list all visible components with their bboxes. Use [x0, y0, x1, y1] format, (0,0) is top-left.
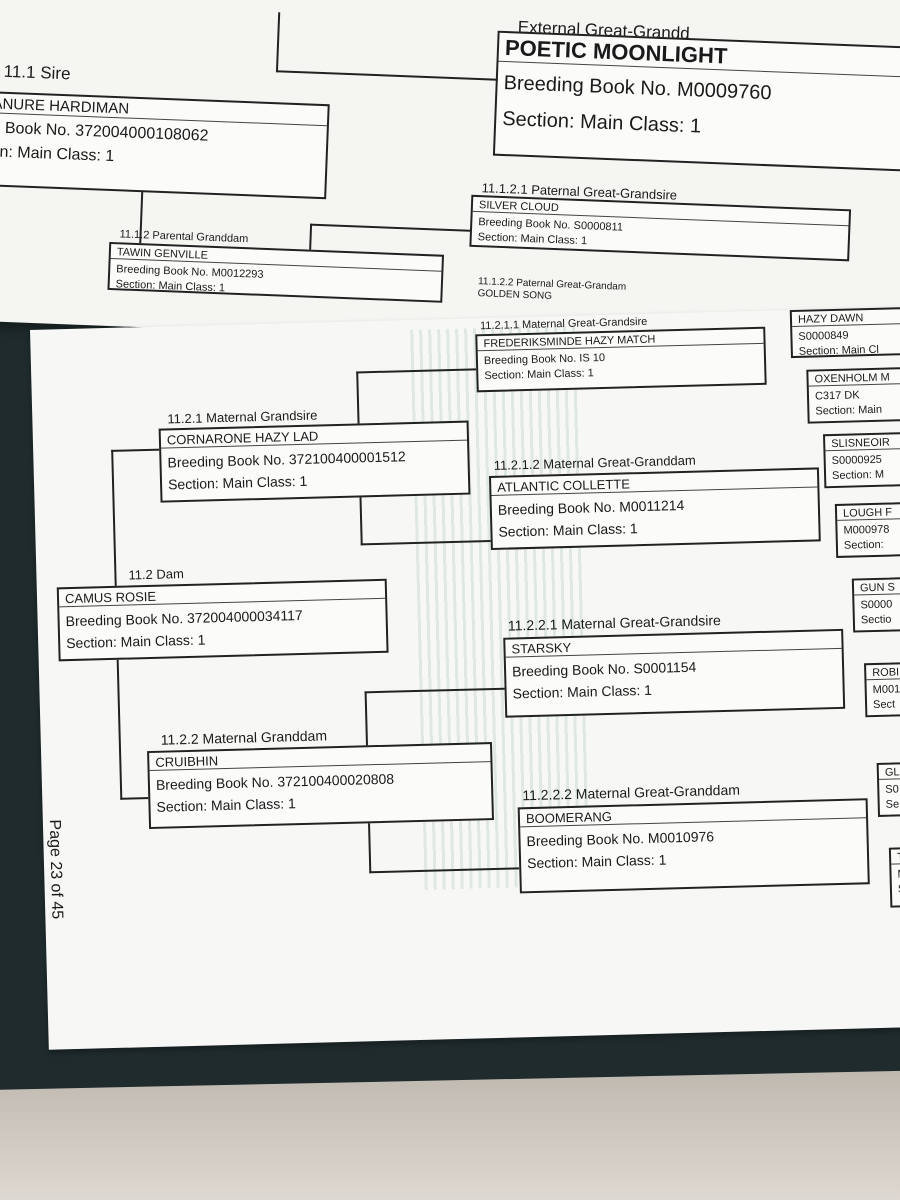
section: Section: Main: [815, 403, 883, 418]
breeding-book: M001: [872, 683, 900, 697]
connector: [368, 823, 372, 874]
section: Sectio: [860, 613, 892, 627]
horse-name: GLI: [878, 764, 900, 780]
horse-name: OXENHOLM M: [808, 369, 900, 387]
horse-name: LOUGH F: [836, 504, 900, 521]
edge-box-t: T M S: [888, 845, 900, 908]
atlantic-collette-box: ATLANTIC COLLETTE Breeding Book No. M001…: [488, 467, 821, 551]
edge-box-lough: LOUGH F M000978 Section:: [834, 500, 900, 558]
edge-box-slisneoir: SLISNEOIR S0000925 Section: M: [823, 430, 900, 489]
section: Section:: [843, 538, 884, 552]
connector: [356, 371, 360, 424]
breeding-book: S0: [885, 783, 899, 796]
breeding-book: S0000: [860, 598, 893, 612]
poetic-moonlight-box: POETIC MOONLIGHT Breeding Book No. M0009…: [492, 30, 900, 173]
connector: [310, 223, 471, 232]
section: Section: M: [831, 468, 885, 483]
granddam-box: CRUIBHIN Breeding Book No. 3721004000208…: [147, 742, 494, 830]
connector: [120, 797, 151, 800]
connector: [111, 448, 162, 452]
connector: [111, 449, 117, 586]
dam-label: 11.2 Dam: [128, 566, 185, 583]
horse-name: GUN S: [853, 579, 900, 596]
horse-name: HAZY DAWN: [791, 309, 900, 328]
sire-box: ANURE HARDIMAN g Book No. 37200400010806…: [0, 91, 330, 200]
edge-box-gli: GLI S0 Se: [876, 760, 900, 817]
connector: [364, 691, 368, 746]
edge-box-gun: GUN S S0000 Sectio: [851, 575, 900, 633]
tawin-genville-box: TAWIN GENVILLE Breeding Book No. M001229…: [107, 241, 445, 303]
boomerang-box: BOOMERANG Breeding Book No. M0010976 Sec…: [517, 798, 870, 894]
section: Se: [885, 798, 900, 811]
mgs-label: 11.2.1 Maternal Grandsire: [167, 407, 318, 427]
connector: [359, 497, 363, 546]
sire-label: 11.1 Sire: [3, 61, 71, 84]
frederiksminde-box: FREDERIKSMINDE HAZY MATCH Breeding Book …: [475, 326, 767, 393]
connector: [275, 70, 498, 81]
connector: [275, 12, 281, 73]
horse-name: ROBI: [866, 664, 900, 681]
horse-name: SLISNEOIR: [825, 434, 900, 452]
page-number: Page 23 of 45: [45, 819, 66, 920]
dam-box: CAMUS ROSIE Breeding Book No. 3720040000…: [56, 578, 389, 662]
section: Sect: [872, 698, 896, 712]
horse-name: T: [890, 849, 900, 865]
edge-box-oxenholm: OXENHOLM M C317 DK Section: Main: [806, 365, 900, 424]
breeding-book: S0000925: [831, 453, 883, 468]
pedigree-page: Page 23 of 45 11.2 Dam CAMUS ROSIE Breed…: [30, 305, 900, 1050]
previous-page: External Great-Grandd POETIC MOONLIGHT B…: [0, 0, 900, 358]
edge-box-robi: ROBI M001 Sect: [864, 660, 900, 718]
mgd-label: 11.2.2 Maternal Granddam: [160, 727, 328, 748]
silver-cloud-box: SILVER CLOUD Breeding Book No. S0000811 …: [469, 194, 852, 262]
golden-song-name: GOLDEN SONG: [477, 288, 553, 302]
section: Section: Main Cl: [798, 343, 880, 358]
breeding-book: M000978: [843, 523, 890, 537]
connector: [116, 659, 123, 800]
grandsire-box: CORNARONE HAZY LAD Breeding Book No. 372…: [158, 420, 471, 503]
starsky-box: STARSKY Breeding Book No. S0001154 Secti…: [503, 628, 846, 718]
edge-box-hazy-dawn: HAZY DAWN S0000849 Section: Main Cl: [789, 305, 900, 359]
